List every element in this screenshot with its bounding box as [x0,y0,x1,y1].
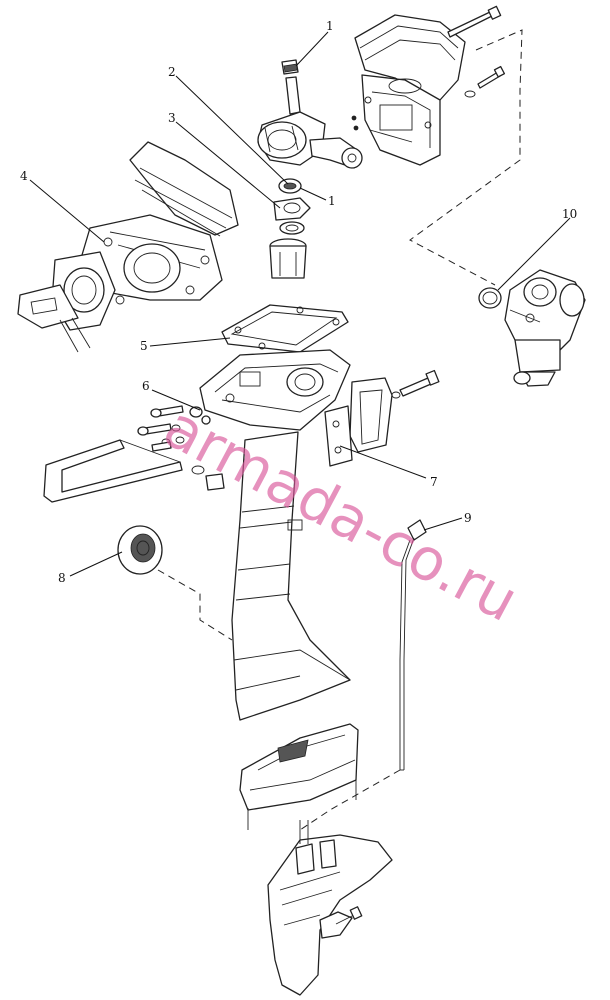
callout-1-top: 1 [326,19,334,33]
assembly-guides [157,29,523,831]
callout-1-bearing: 1 [328,194,336,208]
upper-cover [354,14,466,166]
clamp-bracket [43,439,225,503]
callout-2: 2 [168,65,176,79]
lower-bearing-housing [269,238,307,279]
callout-8: 8 [58,571,66,585]
gasket [221,304,349,353]
housing-screws [137,405,211,452]
cover-dowel-pins [351,115,359,131]
cylinder-block [17,141,239,353]
exhaust-cover [349,377,393,453]
callout-3: 3 [168,111,176,125]
callout-10: 10 [562,207,577,221]
gear-case [267,820,393,996]
grommet [117,525,163,575]
exhaust-bolt [391,369,440,399]
carburetor-o-ring [478,287,502,309]
crankcase-gasket [273,197,311,221]
water-tube [399,519,427,771]
callout-5: 5 [140,339,148,353]
callout-7: 7 [430,475,438,489]
driveshaft-housing [231,431,351,721]
callout-9: 9 [464,511,472,525]
crankshaft-nut [281,59,299,75]
carburetor [504,269,586,387]
cover-bolt [447,5,502,38]
crankshaft [257,76,326,166]
leader-lines [29,31,571,577]
small-bolt [464,65,506,98]
exhaust-gasket [324,405,353,467]
seal-ring [279,221,305,235]
callout-4: 4 [20,169,28,183]
driveshaft-housing-top [199,349,351,431]
cavitation-plate [239,723,359,830]
bearing [278,178,302,194]
callout-6: 6 [142,379,150,393]
connecting-rod [309,137,363,169]
